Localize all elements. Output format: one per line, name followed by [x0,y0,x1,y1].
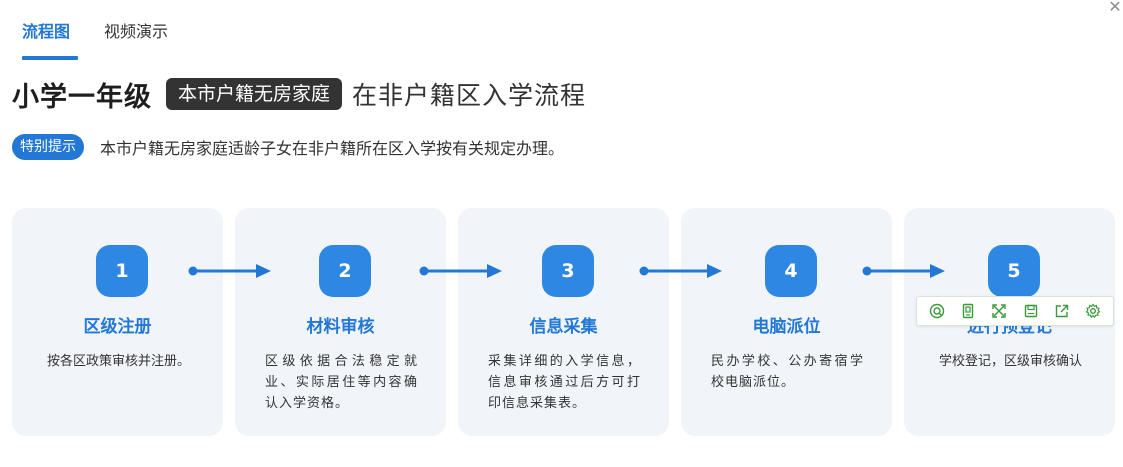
step-description: 采集详细的入学信息，信息审核通过后方可打印信息采集表。 [488,354,641,411]
step-title: 材料审核 [306,317,375,337]
flow-arrow-icon [419,264,502,278]
step-number: 1 [96,245,148,297]
tip-text: 本市户籍无房家庭适龄子女在非户籍所在区入学按有关规定办理。 [100,139,565,158]
step-card-1: 1 区级注册 按各区政策审核并注册。 [12,208,223,436]
page-title-main: 小学一年级 [12,81,152,113]
share-icon[interactable] [1050,299,1074,323]
flow-arrow-icon [862,264,945,278]
step-description: 民办学校、公办寄宿学校电脑派位。 [711,354,864,390]
page-title-tag: 本市户籍无房家庭 [166,78,343,110]
step-card-2: 2 材料审核 区级依据合法稳定就业、实际居住等内容确认入学资格。 [235,208,446,436]
step-number: 5 [988,245,1040,297]
special-tip: 特别提示 本市户籍无房家庭适龄子女在非户籍所在区入学按有关规定办理。 [12,133,564,161]
step-number: 3 [542,245,594,297]
floating-toolbar [916,296,1114,326]
step-title: 电脑派位 [752,317,821,337]
tab-flowchart[interactable]: 流程图 [22,18,79,60]
page-title: 小学一年级 本市户籍无房家庭 在非户籍区入学流程 [12,72,586,116]
step-title: 信息采集 [529,317,598,337]
expand-icon[interactable] [987,299,1011,323]
settings-icon[interactable] [1081,299,1105,323]
flow-arrow-icon [639,264,722,278]
tip-badge: 特别提示 [12,134,84,160]
tab-bar: 流程图 视频演示 [22,18,168,60]
step-description: 学校登记，区级审核确认 [938,354,1082,369]
step-number: 4 [765,245,817,297]
step-description: 区级依据合法稳定就业、实际居住等内容确认入学资格。 [265,354,418,411]
page-icon[interactable] [956,299,980,323]
search-icon[interactable] [925,299,949,323]
step-title: 区级注册 [83,317,152,337]
flow-arrow-icon [188,264,271,278]
close-icon[interactable]: ✕ [1108,0,1122,16]
step-description: 按各区政策审核并注册。 [46,354,190,369]
step-card-3: 3 信息采集 采集详细的入学信息，信息审核通过后方可打印信息采集表。 [458,208,669,436]
page-title-rest: 在非户籍区入学流程 [352,81,587,110]
step-number: 2 [319,245,371,297]
step-card-4: 4 电脑派位 民办学校、公办寄宿学校电脑派位。 [681,208,892,436]
tab-video-demo[interactable]: 视频演示 [104,22,169,41]
save-icon[interactable] [1019,299,1043,323]
